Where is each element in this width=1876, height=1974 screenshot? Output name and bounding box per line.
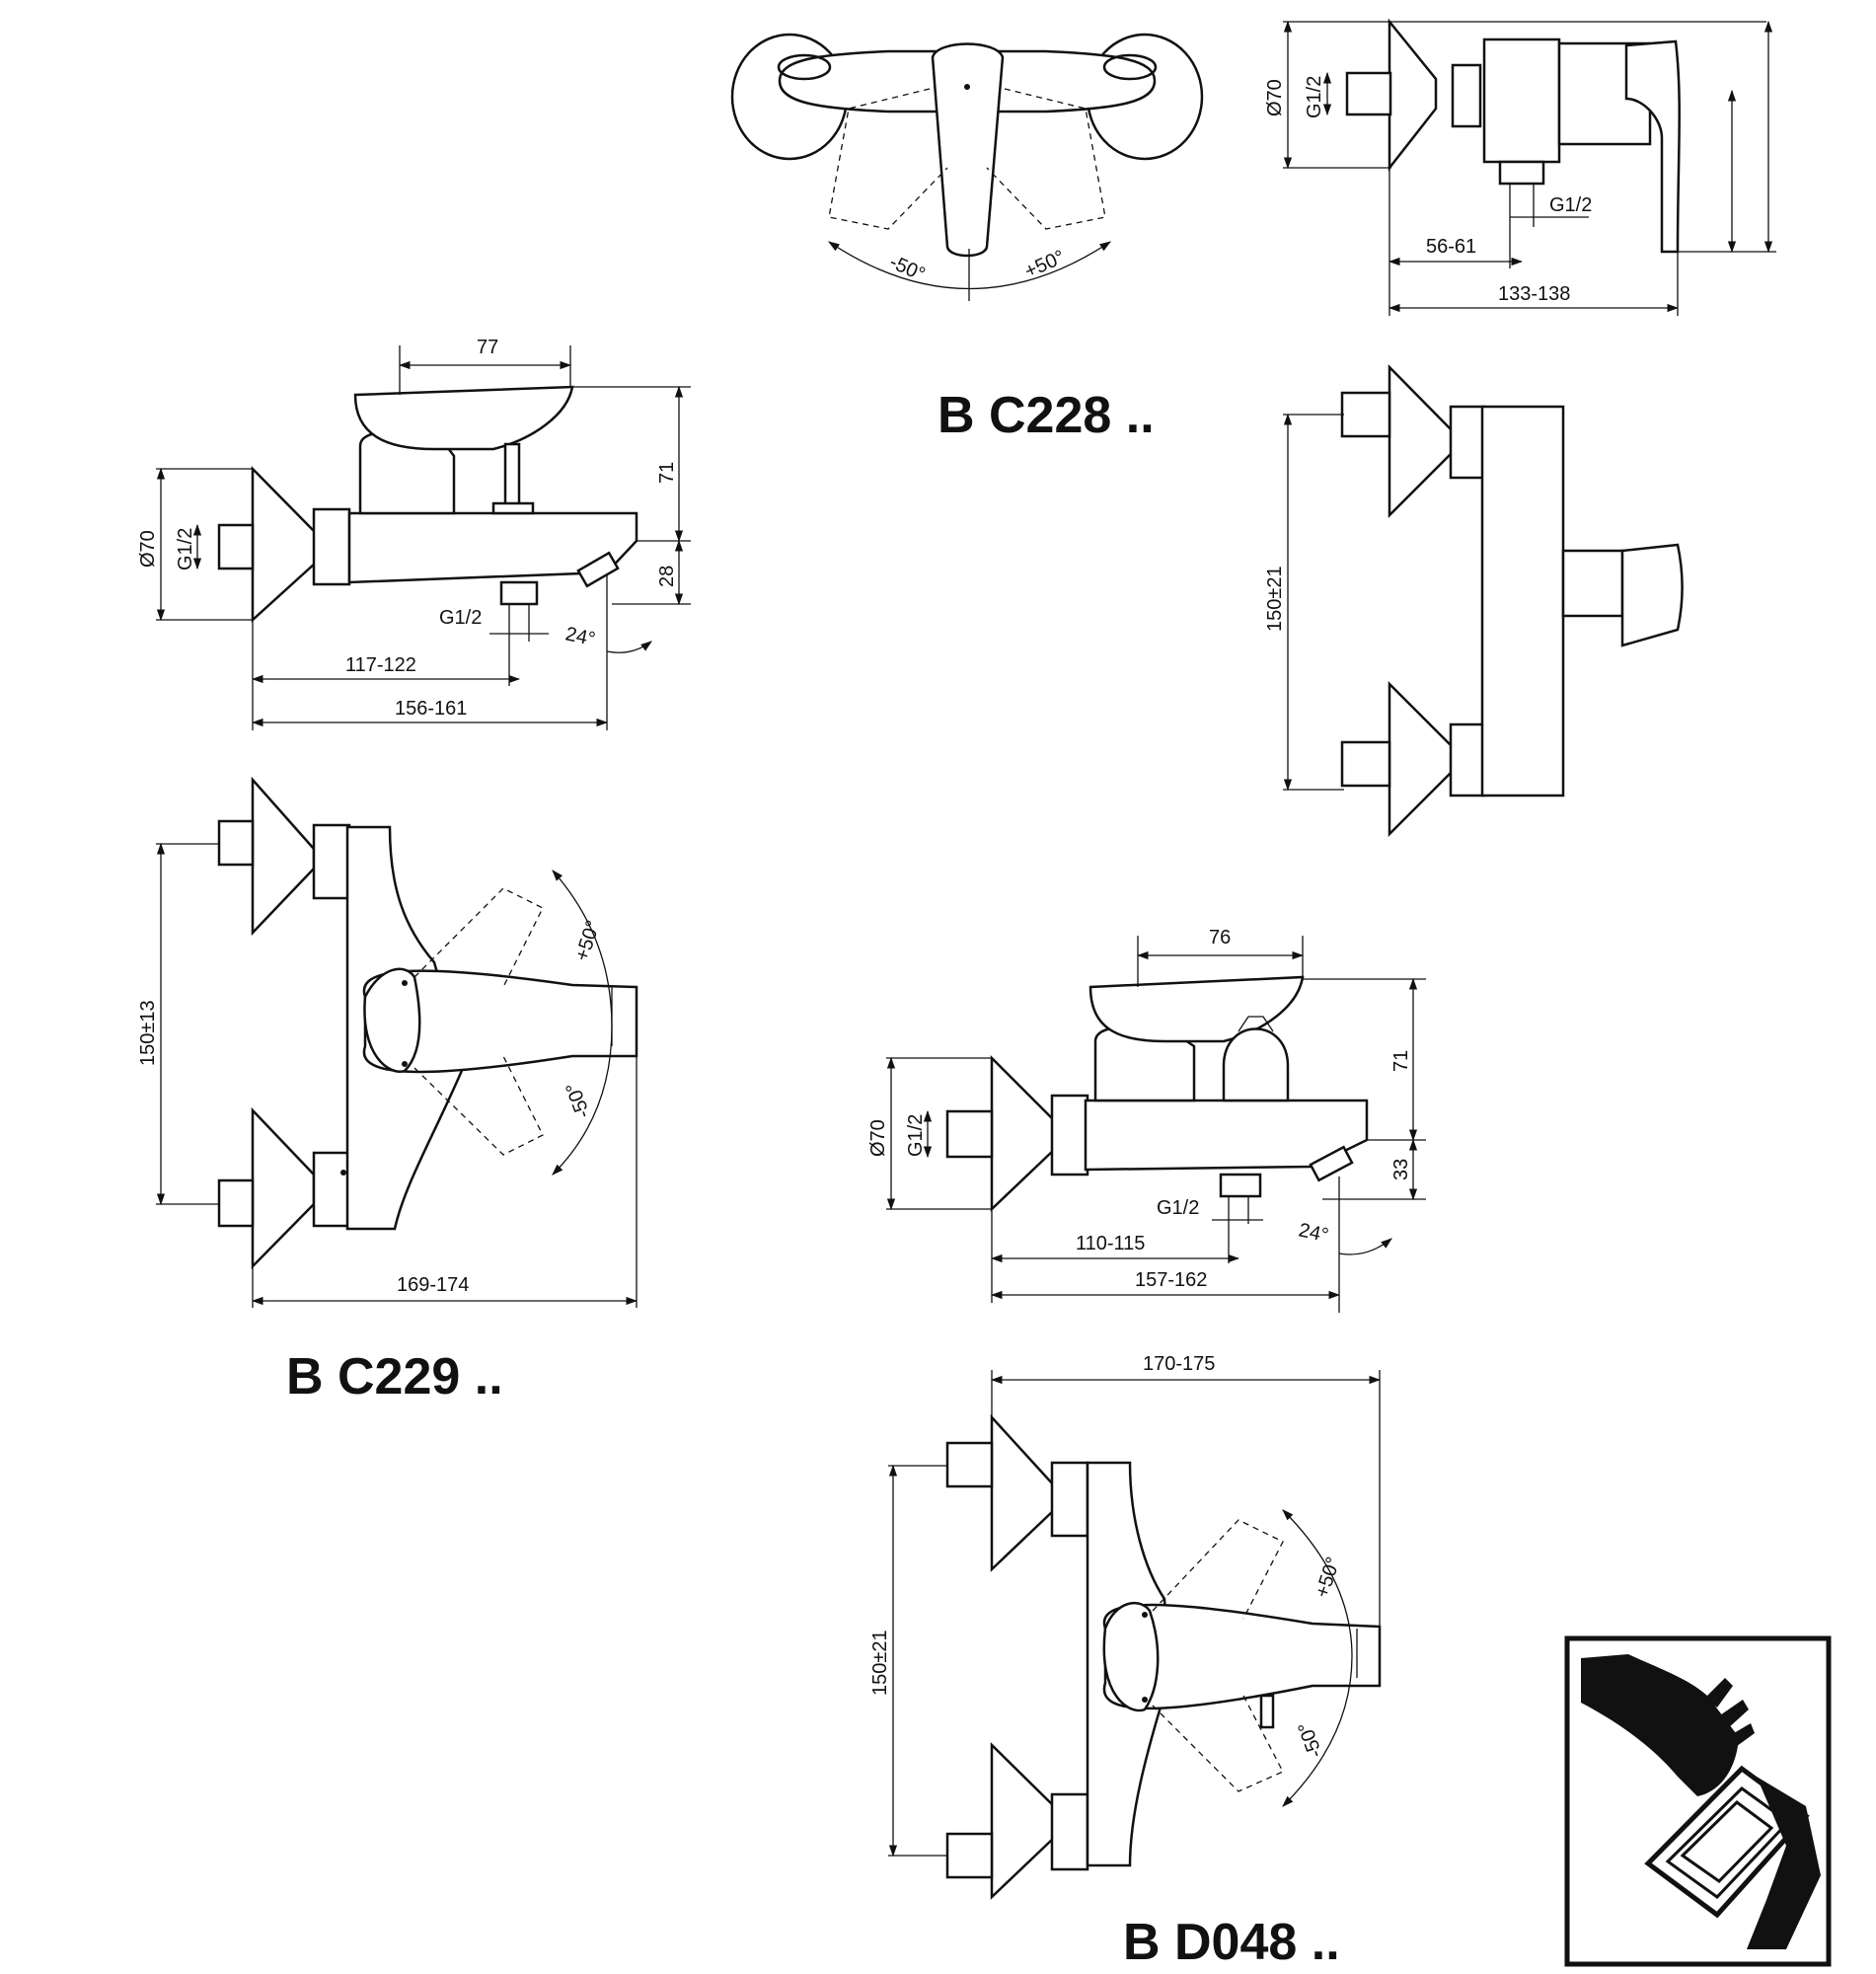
bc228-top-view: -50° +50° <box>730 33 1204 301</box>
bc229-thread-inlet: G1/2 <box>175 528 196 570</box>
bc228-depth-total: 133-138 <box>1498 283 1570 305</box>
bc228-thread-outlet: G1/2 <box>1549 194 1592 216</box>
bd048-dim-total: 157-162 <box>1135 1269 1207 1291</box>
bd048-thread-inlet: G1/2 <box>905 1114 927 1157</box>
bc228-front-view: 150±21 <box>1264 363 1684 838</box>
angle-left-label: -50° <box>886 251 929 285</box>
bd048-top-width: 76 <box>1209 927 1231 949</box>
bd048-width: 170-175 <box>1143 1353 1215 1375</box>
bc228-thread-inlet: G1/2 <box>1304 76 1325 118</box>
bd048-height-upper: 71 <box>1390 1050 1412 1072</box>
bd048-side-view: 76 71 33 Ø70 G1/2 G1/2 24° 110-115 157-1… <box>867 927 1426 1313</box>
bd048-diameter: Ø70 <box>867 1119 889 1157</box>
bc229-height-spout: 28 <box>656 566 678 587</box>
bc228-centers: 150±21 <box>1264 566 1286 632</box>
bc229-front-view: +50° -50° 150±13 169-174 <box>137 776 638 1308</box>
bc229-dim-total: 156-161 <box>395 698 467 720</box>
bd048-front-view: 170-175 +50° -50° 150±21 <box>869 1353 1382 1900</box>
bc228-diameter: Ø70 <box>1264 79 1286 116</box>
bc228-title: B C228 .. <box>938 387 1155 444</box>
bd048-title: B D048 .. <box>1123 1914 1340 1971</box>
hand-over-manual-icon <box>1564 1635 1832 1967</box>
bc228-depth-min: 56-61 <box>1426 236 1476 258</box>
bd048-angle: 24° <box>1297 1219 1330 1247</box>
bd048-angle-down: -50° <box>1294 1719 1326 1761</box>
bc229-centers: 150±13 <box>137 1000 159 1066</box>
bc229-angle-down: -50° <box>562 1080 594 1121</box>
bd048-dim-outlet: 110-115 <box>1076 1233 1145 1254</box>
bd048-thread-outlet: G1/2 <box>1157 1197 1199 1219</box>
bc229-dim-outlet: 117-122 <box>345 654 416 676</box>
bc228-side-view: Ø70 G1/2 G1/2 56-61 133-138 <box>1264 18 1776 316</box>
bd048-centers: 150±21 <box>869 1630 891 1696</box>
bc229-width: 169-174 <box>397 1274 469 1296</box>
bc229-side-view: 77 71 28 Ø70 G1/2 G1/2 24° 117-122 156-1… <box>137 337 691 730</box>
angle-right-label: +50° <box>1021 246 1068 282</box>
bc229-angle-up: +50° <box>571 918 605 964</box>
bc229-diameter: Ø70 <box>137 530 159 568</box>
bd048-height-spout: 33 <box>1390 1159 1412 1180</box>
bc229-top-width: 77 <box>477 337 498 358</box>
bc229-title: B C229 .. <box>286 1348 503 1405</box>
bc229-angle: 24° <box>563 623 597 650</box>
bc229-height-upper: 71 <box>656 462 678 484</box>
bc229-thread-outlet: G1/2 <box>439 607 482 629</box>
